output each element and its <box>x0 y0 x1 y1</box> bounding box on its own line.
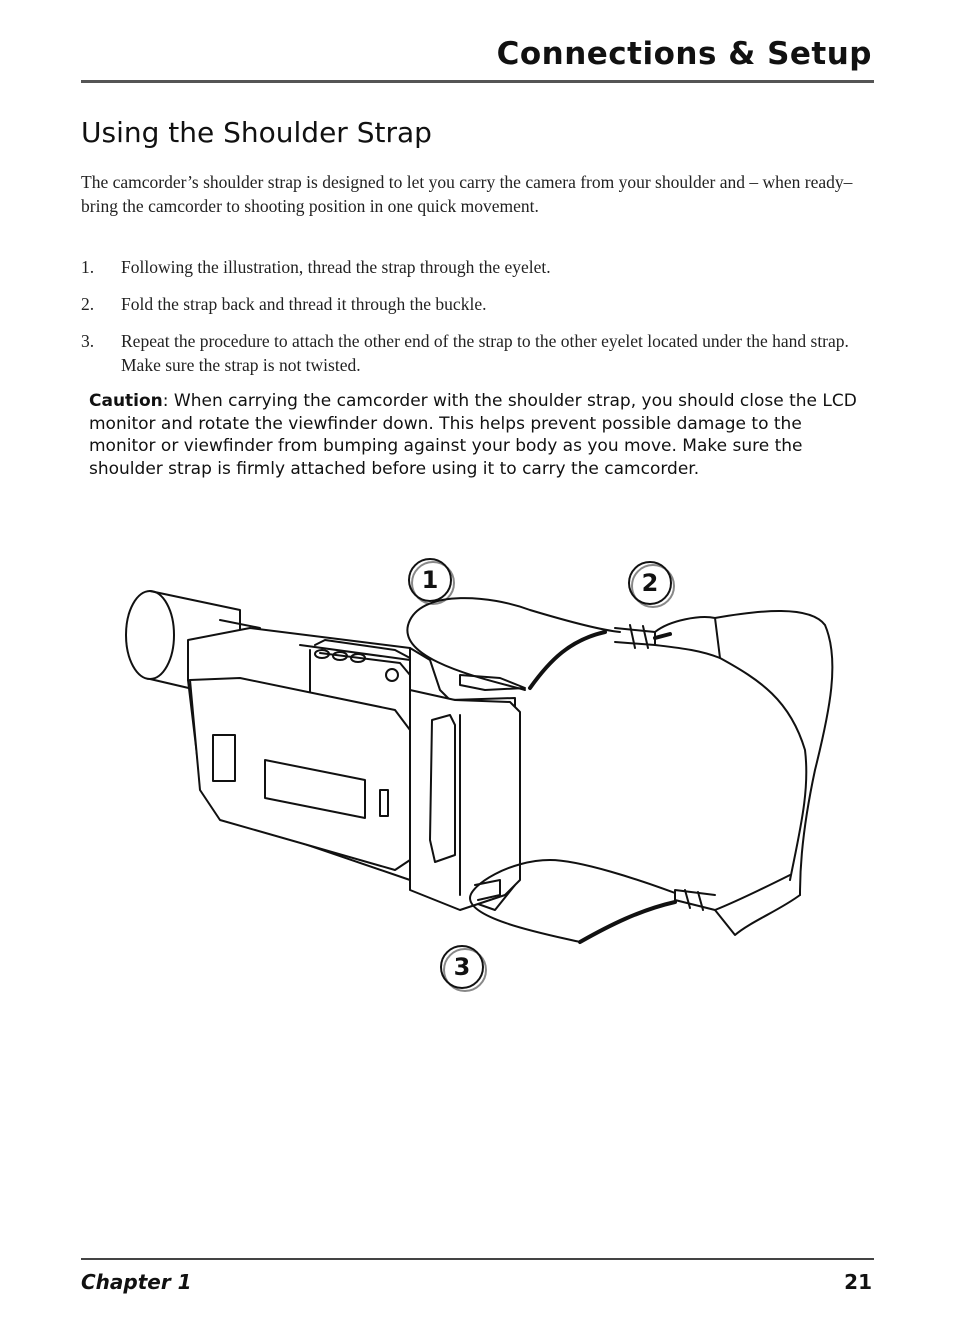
callout-label: 1 <box>422 566 439 594</box>
list-item: 2. Fold the strap back and thread it thr… <box>81 292 871 316</box>
step-text: Repeat the procedure to attach the other… <box>121 331 849 375</box>
shoulder-strap <box>406 597 834 944</box>
header-rule <box>81 80 874 83</box>
callout-label: 2 <box>642 569 659 597</box>
page-number: 21 <box>844 1270 872 1294</box>
caution-label: Caution <box>89 391 163 411</box>
intro-paragraph: The camcorder’s shoulder strap is design… <box>81 172 853 216</box>
list-item: 3. Repeat the procedure to attach the ot… <box>81 329 871 377</box>
step-text: Fold the strap back and thread it throug… <box>121 294 487 314</box>
step-text: Following the illustration, thread the s… <box>121 257 551 277</box>
callout-3: 3 <box>440 945 487 992</box>
caution-text: : When carrying the camcorder with the s… <box>89 391 857 479</box>
step-number: 1. <box>81 257 95 277</box>
callout-2: 2 <box>628 561 675 608</box>
header-title: Connections & Setup <box>496 36 872 72</box>
step-number: 2. <box>81 294 95 314</box>
camcorder-strap-illustration: 1 2 3 <box>125 558 834 992</box>
callout-1: 1 <box>408 558 455 605</box>
battery-pack <box>409 689 521 911</box>
footer-rule <box>81 1258 874 1260</box>
steps-list: 1. Following the illustration, thread th… <box>81 255 871 390</box>
caution-note: Caution: When carrying the camcorder wit… <box>89 390 871 480</box>
callout-label: 3 <box>454 953 471 981</box>
step-number: 3. <box>81 331 95 351</box>
footer-chapter: Chapter 1 <box>81 1270 192 1294</box>
section-title: Using the Shoulder Strap <box>81 116 432 149</box>
list-item: 1. Following the illustration, thread th… <box>81 255 871 279</box>
